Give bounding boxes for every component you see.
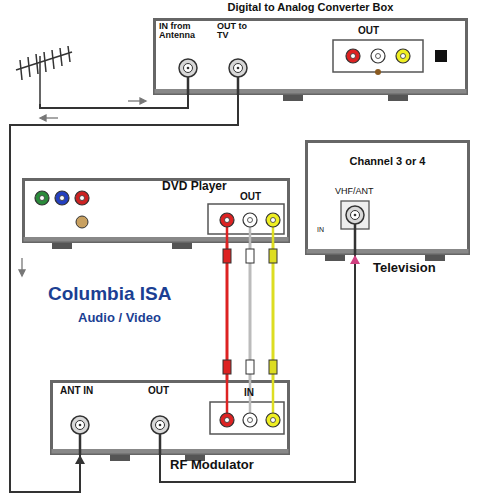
jack-label: ANT IN xyxy=(60,386,93,397)
note-label: Audio / Video xyxy=(78,310,161,325)
device-title: Digital to Analog Converter Box xyxy=(153,2,468,14)
jack-label: IN from Antenna xyxy=(159,22,211,41)
dvd-player-drawing xyxy=(22,178,290,251)
jack-label: OUT xyxy=(240,192,261,203)
brand-label: Columbia ISA xyxy=(48,283,172,305)
rf-modulator: ANT INOUTINRF Modulator xyxy=(50,380,290,455)
jack-label: IN xyxy=(244,388,254,399)
television: Channel 3 or 4VHF/ANTINTelevision xyxy=(305,140,470,255)
device-title: DVD Player xyxy=(162,180,227,193)
device-name: RF Modulator xyxy=(170,458,254,472)
device-name: Television xyxy=(373,261,436,275)
jack-label: IN xyxy=(317,226,324,233)
antenna-cable xyxy=(40,95,188,108)
jack-label: VHF/ANT xyxy=(335,187,374,196)
coax-cable xyxy=(160,255,360,482)
device-title: Channel 3 or 4 xyxy=(305,156,470,168)
antenna xyxy=(16,46,72,104)
jack-label: OUT xyxy=(148,386,169,397)
jack-label: OUT xyxy=(358,26,379,37)
av-cable xyxy=(223,243,277,380)
converter-box: Digital to Analog Converter BoxIN from A… xyxy=(153,18,468,95)
converter-box-drawing xyxy=(153,18,468,103)
coax-cable xyxy=(10,95,238,492)
jack-label: OUT to TV xyxy=(217,22,255,41)
dvd-player: DVD PlayerOUT xyxy=(22,178,290,243)
